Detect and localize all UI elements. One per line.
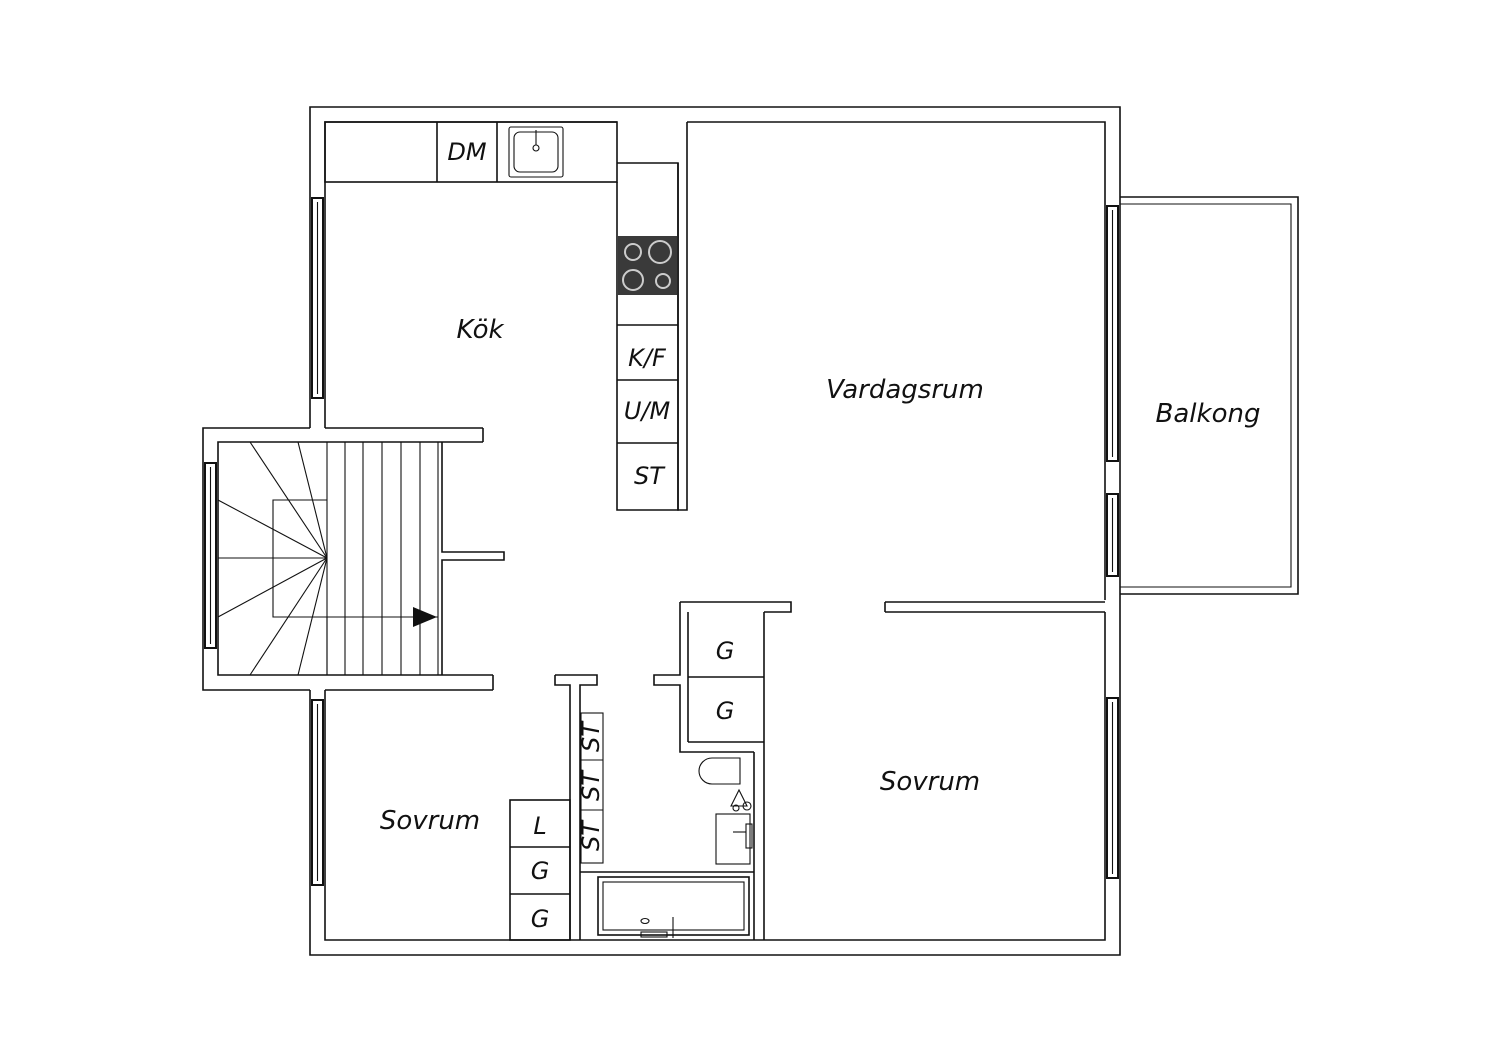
room-label-kitchen: Kök [456,315,504,345]
bathtub-icon [597,876,750,938]
washbasin-icon [715,813,753,865]
stair-direction-arrow-icon [413,607,437,627]
room-label-bedroom-right: Sovrum [880,767,980,797]
room-label-balcony: Balkong [1156,399,1261,429]
room-label-living: Vardagsrum [826,375,984,405]
fixture-label-hall-storage-1: ST [577,720,605,752]
windows [204,197,1119,886]
staircase [217,441,439,676]
toilet-icon [698,757,752,812]
bathroom [597,757,753,938]
bedroom-left-wardrobes [509,799,571,941]
kitchen-counters [324,121,688,511]
stove-icon [618,236,677,295]
sink-icon [508,126,564,178]
fixture-label-fridge-freezer: K/F [628,344,667,372]
fixture-label-hall-wardrobe-1: G [716,637,735,665]
fixture-label-hall-storage-3: ST [577,819,605,851]
fixture-label-bed-wardrobe-2: G [531,905,550,933]
fixture-label-bed-linen: L [533,812,546,840]
fixture-label-hall-wardrobe-2: G [716,697,735,725]
fixture-label-hall-storage-2: ST [577,769,605,801]
fixture-label-oven-microwave: U/M [624,397,671,425]
fixture-label-dishwasher: DM [447,138,486,166]
fixture-label-bed-wardrobe-1: G [531,857,550,885]
hall-storage [580,712,604,864]
fixture-label-kitchen-storage: ST [634,462,666,490]
room-label-bedroom-left: Sovrum [380,806,480,836]
exterior-walls [202,106,1121,956]
balcony [1120,196,1299,595]
